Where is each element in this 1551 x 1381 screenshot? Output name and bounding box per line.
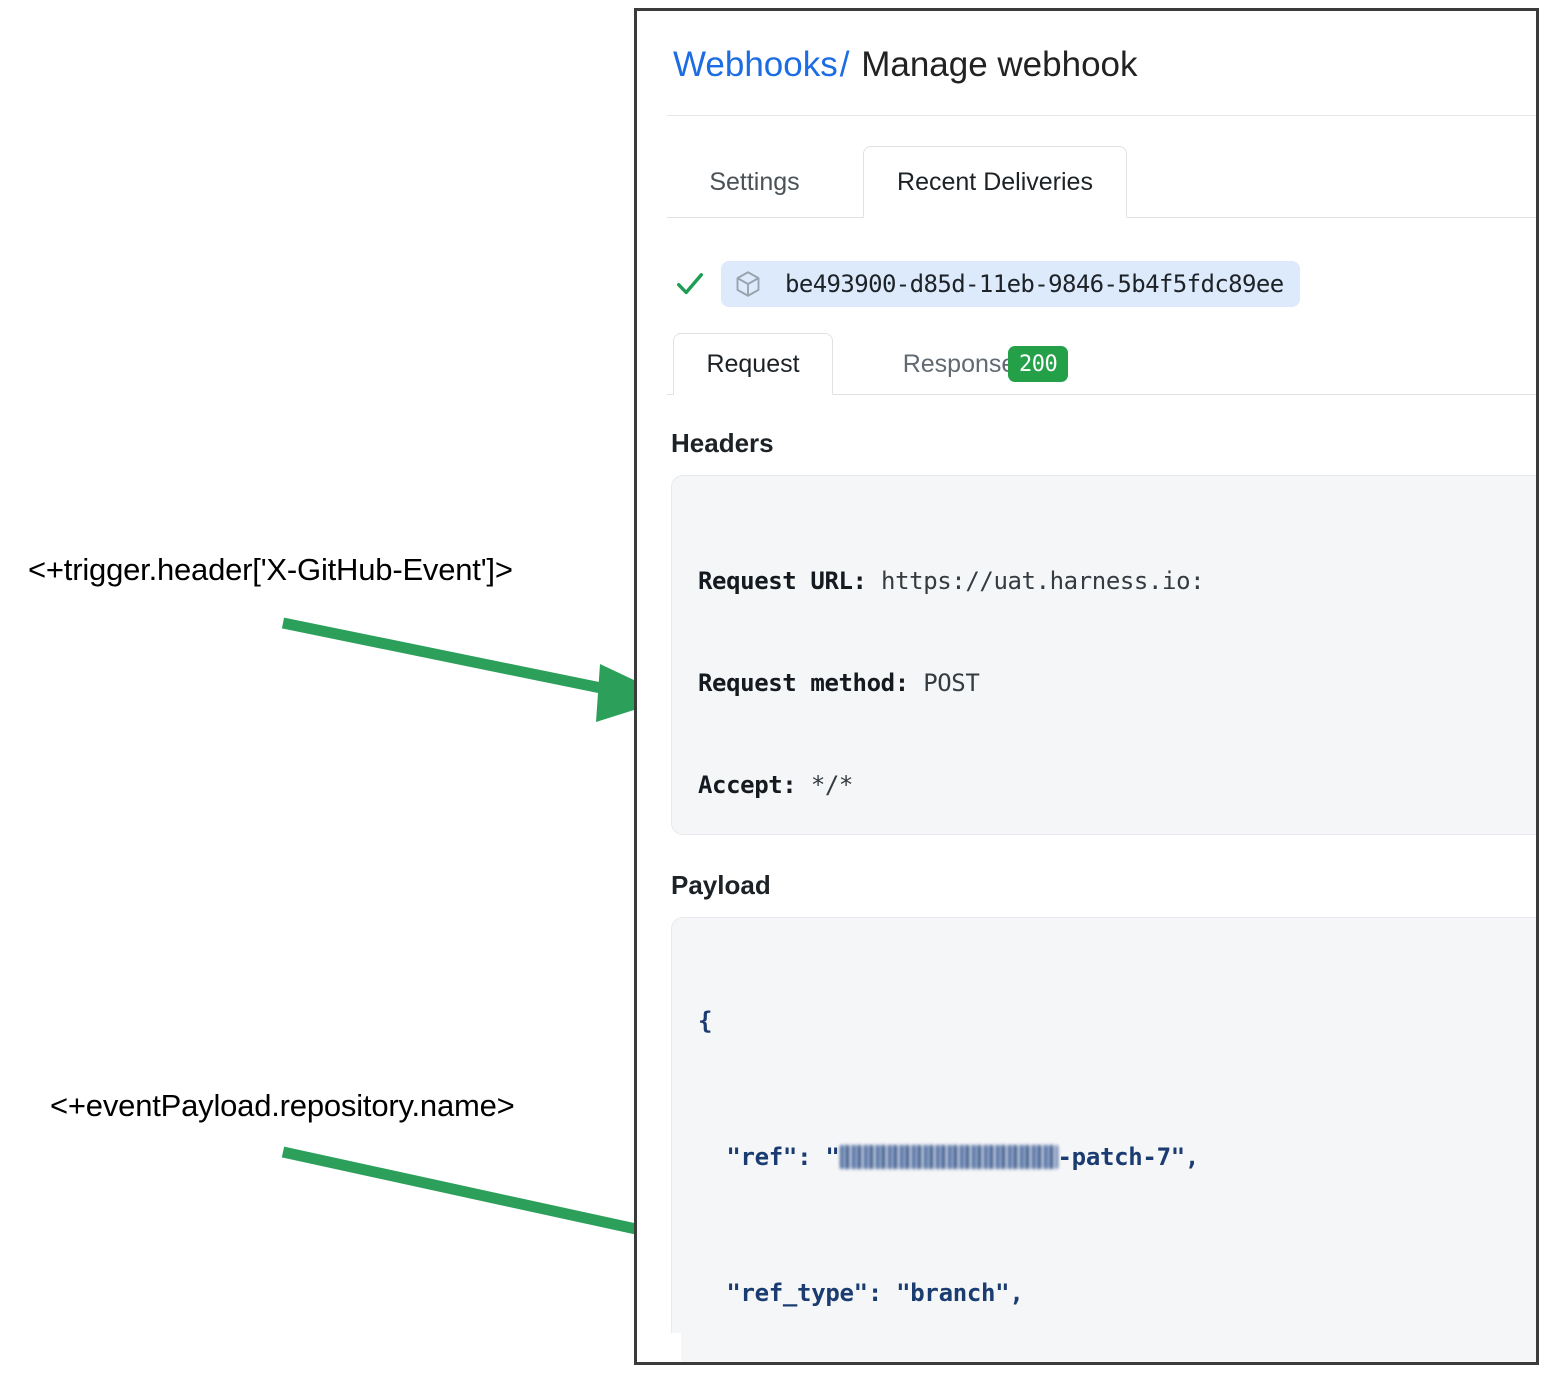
status-badge: 200 (1008, 346, 1069, 382)
payload-value: "branch", (896, 1279, 1024, 1307)
section-title-headers: Headers (671, 428, 774, 458)
header-divider (667, 115, 1536, 116)
headers-code-panel: Request URL: https://uat.harness.io: Req… (671, 475, 1536, 835)
payload-key: "ref" (726, 1143, 798, 1171)
cube-icon (733, 269, 763, 299)
breadcrumb-separator: / (839, 45, 850, 84)
delivery-id-pill[interactable]: be493900-d85d-11eb-9846-5b4f5fdc89ee (721, 261, 1300, 307)
section-title-payload: Payload (671, 870, 771, 900)
header-key: Accept: (698, 771, 797, 799)
tab-request[interactable]: Request (673, 333, 833, 395)
payload-line: { (698, 1004, 1536, 1038)
payload-sep: : (867, 1279, 897, 1307)
delivery-guid: be493900-d85d-11eb-9846-5b4f5fdc89ee (785, 270, 1284, 298)
payload-line: "ref": " -patch-7", (698, 1140, 1536, 1174)
tab-response[interactable]: Response (902, 350, 1016, 378)
payload-sep: : (797, 1143, 826, 1171)
manage-webhook-card: Webhooks/ Manage webhook Settings Recent… (634, 8, 1539, 1365)
webhook-tabs: Settings Recent Deliveries (667, 146, 1536, 218)
payload-panel-gutter (671, 1333, 681, 1362)
payload-value: " (825, 1143, 840, 1171)
payload-code-panel: { "ref": " -patch-7", "ref_type": "branch… (671, 917, 1536, 1362)
annotation-label-trigger-header: <+trigger.header['X-GitHub-Event']> (28, 552, 513, 587)
header-line: Request URL: https://uat.harness.io: (698, 564, 1536, 598)
header-key: Request method: (698, 669, 909, 697)
inner-tabs-baseline (667, 394, 1536, 395)
header-key: Request URL: (698, 567, 867, 595)
payload-key: "ref_type" (726, 1279, 868, 1307)
payload-line: "ref_type": "branch", (698, 1276, 1536, 1310)
header-line: Accept: */* (698, 768, 1536, 802)
header-value: */* (810, 771, 854, 799)
header-line: Request method: POST (698, 666, 1536, 700)
header-value: POST (923, 669, 980, 697)
tab-recent-deliveries[interactable]: Recent Deliveries (863, 146, 1127, 218)
breadcrumb: Webhooks/ Manage webhook (673, 43, 1138, 87)
annotation-label-event-payload: <+eventPayload.repository.name> (50, 1088, 515, 1123)
payload-value: -patch-7", (1057, 1143, 1200, 1171)
delivery-row[interactable]: be493900-d85d-11eb-9846-5b4f5fdc89ee (673, 261, 1300, 307)
breadcrumb-current-page: Manage webhook (861, 45, 1138, 84)
check-icon (673, 267, 707, 301)
tab-settings[interactable]: Settings (709, 168, 800, 196)
header-value: https://uat.harness.io: (881, 567, 1205, 595)
payload-brace: { (698, 1007, 713, 1035)
redacted-block (839, 1145, 1058, 1169)
request-response-tabs: Request Response 200 (667, 333, 1536, 395)
breadcrumb-link-webhooks[interactable]: Webhooks (673, 45, 838, 84)
